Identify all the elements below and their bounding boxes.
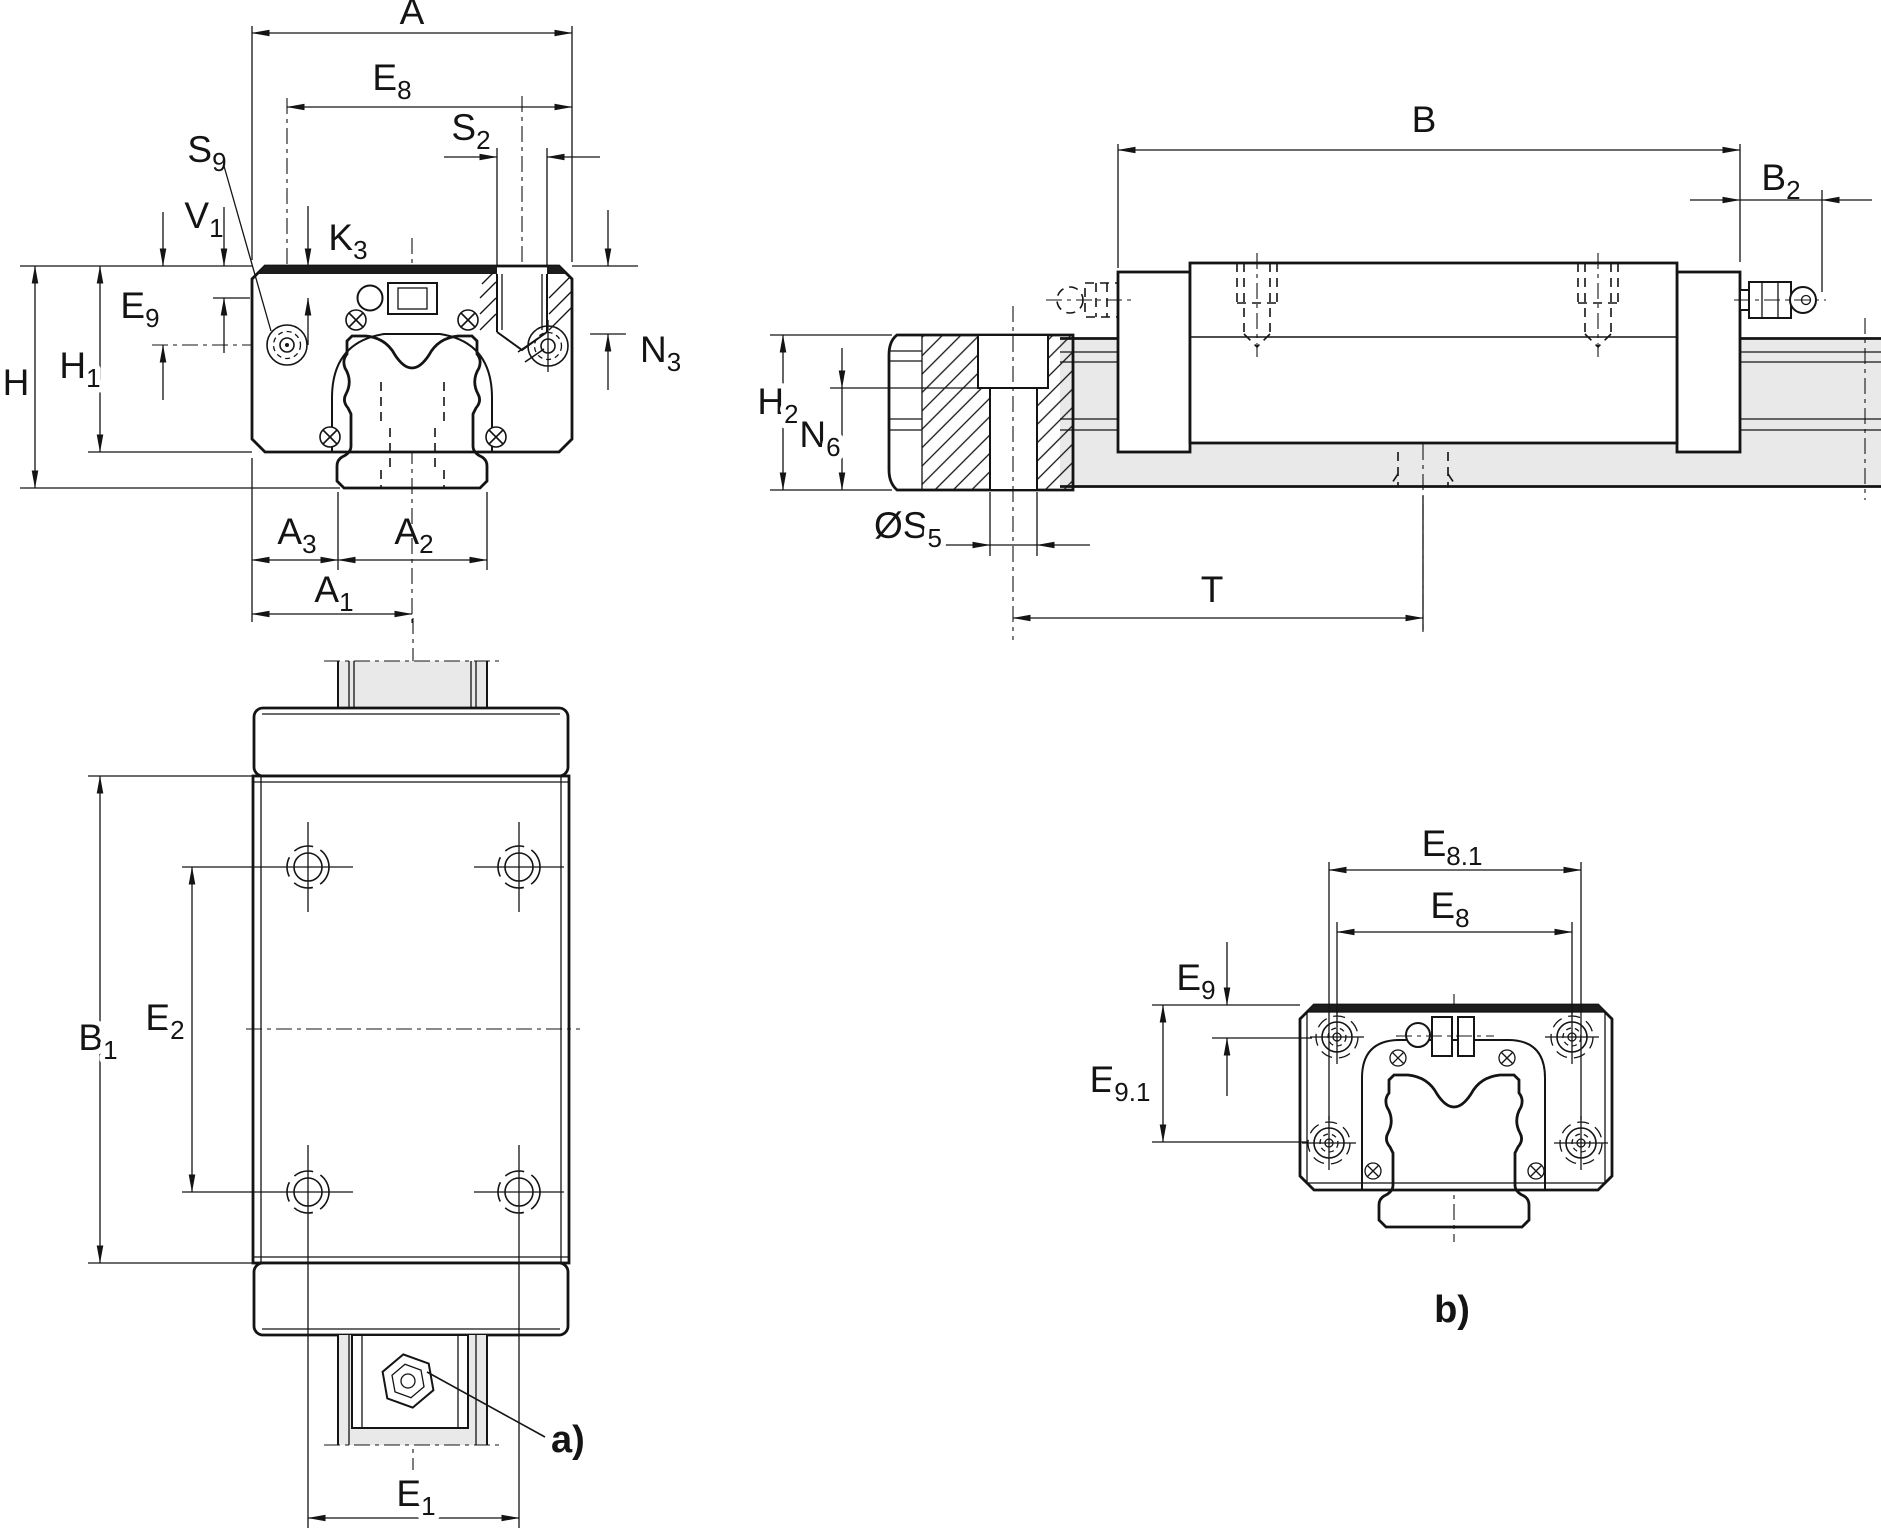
dim-H2: H2	[752, 334, 892, 491]
callout-a: a)	[426, 1371, 585, 1461]
end-cavity	[1361, 1039, 1546, 1190]
lube-port-left	[266, 324, 308, 366]
end-view-b: E8.1 E8 E9 E9.1 b)	[1084, 823, 1614, 1331]
dim-label-H1: H1	[59, 345, 100, 393]
dim-label-E8-end: E8	[1430, 885, 1469, 933]
lube-channel-line	[517, 338, 538, 353]
top-view: B1 E2 E1 a)	[73, 618, 585, 1528]
carriage-cavity	[331, 333, 493, 452]
dim-B: B	[1117, 99, 1741, 268]
dim-T: T	[1012, 496, 1424, 630]
dim-label-H: H	[3, 362, 30, 403]
lube-port-bottom-right	[1554, 1116, 1608, 1170]
dim-E2: E2	[140, 866, 196, 1193]
grease-nipple-right	[1734, 281, 1826, 319]
rail-top-lower	[324, 1334, 502, 1446]
dim-S2: S2	[444, 107, 600, 266]
dim-E9: E9	[120, 212, 167, 400]
dim-label-A3: A3	[277, 511, 316, 559]
screw-symbols-end	[1364, 1049, 1545, 1180]
end-cap-left	[1116, 270, 1192, 454]
dim-label-E1: E1	[396, 1473, 435, 1521]
carriage-body-top	[251, 774, 571, 1265]
dim-label-S9: S9	[187, 129, 226, 177]
end-cap-right	[1675, 270, 1742, 454]
rail-section-cut	[887, 306, 1075, 640]
grease-fitting-front	[356, 282, 438, 315]
lube-ports-end	[1302, 1010, 1608, 1170]
dim-label-H2: H2	[757, 381, 798, 429]
rail-profile-end	[1377, 1073, 1531, 1229]
dim-label-E9-end: E9	[1176, 957, 1215, 1005]
screw-symbols-front	[319, 309, 507, 448]
dim-E8-1: E8.1	[1328, 823, 1582, 1120]
dim-A3-A2-A1: A3 A2 A1	[251, 458, 488, 622]
dim-N3: N3	[572, 210, 681, 390]
grease-nipple-left-hidden	[1046, 282, 1132, 318]
dim-label-E2: E2	[145, 997, 184, 1045]
dim-B2: B2	[1690, 157, 1872, 292]
dim-label-T: T	[1201, 569, 1224, 610]
dim-E9-1: E9.1	[1084, 1004, 1308, 1143]
dim-label-N6: N6	[799, 414, 840, 462]
dim-E1: E1	[307, 1145, 520, 1528]
dim-H: H	[0, 265, 340, 489]
dim-N6: N6	[794, 348, 980, 491]
dim-label-V1: V1	[184, 195, 223, 243]
front-section-view: A E8 S9 V1 K3 S2	[0, 0, 681, 624]
rail-top-upper	[324, 660, 502, 708]
hatch-left-of-hole	[479, 270, 497, 331]
dim-label-A1: A1	[314, 569, 353, 617]
top-seal-band-left	[258, 266, 497, 274]
grease-nipple-hex	[381, 1353, 435, 1409]
tapped-hole-hidden-left	[1236, 263, 1278, 348]
hatch-right-of-hole	[548, 276, 572, 331]
dim-label-B1: B1	[78, 1017, 117, 1065]
lube-port-top-left	[1310, 1010, 1364, 1064]
dim-K3: K3	[304, 206, 368, 345]
dim-E8-end: E8	[1336, 885, 1573, 1014]
carriage-end-face	[1298, 1003, 1614, 1192]
dim-label-E8-1: E8.1	[1422, 823, 1483, 871]
dim-label-B2: B2	[1761, 157, 1800, 205]
dim-label-A: A	[400, 0, 425, 32]
carriage-side	[1046, 253, 1826, 454]
callout-S9: S9	[187, 129, 272, 332]
lube-channel-line	[524, 348, 545, 363]
end-plate-inner-outline	[1306, 1011, 1606, 1184]
dim-E8: E8	[286, 57, 573, 111]
rail-hole-hidden	[1389, 452, 1457, 487]
tapped-hole-s2	[479, 270, 572, 363]
dim-label-E9-1: E9.1	[1090, 1059, 1151, 1107]
top-seal-band-right	[547, 266, 566, 274]
rail-profile	[335, 334, 489, 490]
end-cap-top	[252, 706, 570, 778]
dim-label-E8: E8	[372, 57, 411, 105]
dim-H1: H1	[54, 265, 252, 453]
dim-V1: V1	[184, 195, 250, 353]
dim-label-N3: N3	[640, 329, 681, 377]
end-cap-bottom	[252, 1261, 570, 1337]
dim-label-S5: ØS5	[874, 505, 942, 553]
dim-E9-end: E9	[1152, 942, 1312, 1096]
lube-port-bottom-left	[1302, 1116, 1356, 1170]
dim-S5: ØS5	[869, 492, 1090, 559]
callout-label-b: b)	[1434, 1289, 1470, 1331]
tapped-hole-hidden-right	[1577, 263, 1619, 348]
end-seal-band	[1307, 1005, 1605, 1012]
dim-label-E9: E9	[120, 285, 159, 333]
side-view: B B2 H2 N6 ØS5	[752, 99, 1881, 640]
grease-fitting-end	[1396, 1016, 1494, 1057]
carriage-body-side	[1188, 261, 1679, 445]
dim-A: A	[251, 0, 573, 262]
section-hatch	[922, 335, 1073, 490]
dim-label-K3: K3	[328, 217, 367, 265]
dim-label-B: B	[1412, 99, 1437, 140]
dim-label-A2: A2	[394, 511, 433, 559]
dim-label-S2: S2	[451, 107, 490, 155]
callout-label-a: a)	[551, 1419, 585, 1461]
rail-bore-hidden-lines	[380, 382, 445, 487]
